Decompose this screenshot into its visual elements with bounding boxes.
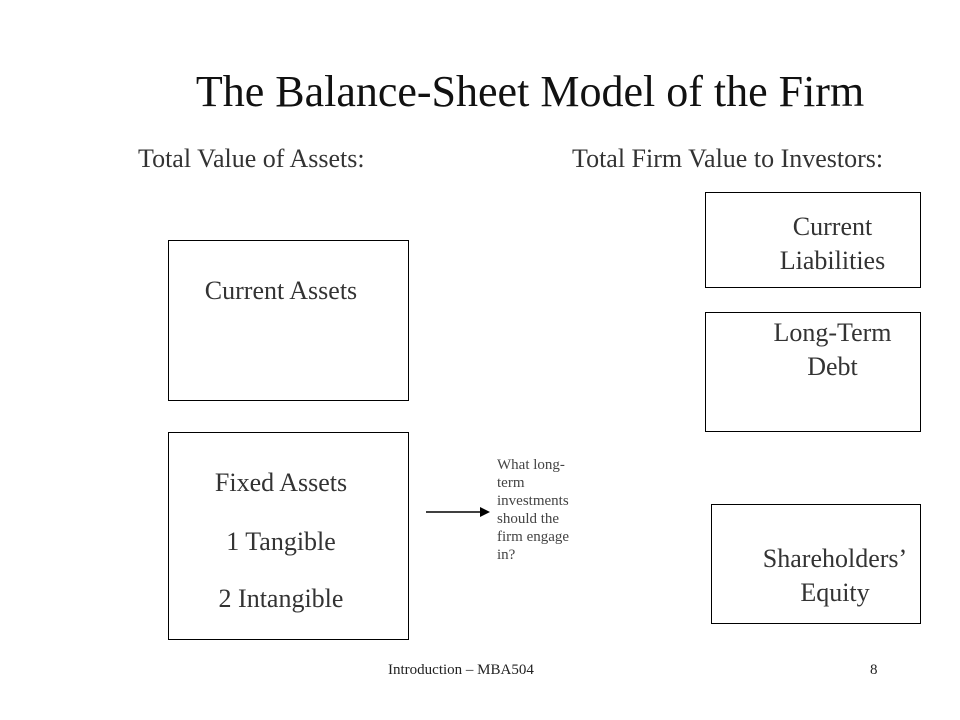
long-term-debt-line2: Debt xyxy=(807,351,858,381)
current-liabilities-label: Current Liabilities xyxy=(745,210,920,278)
current-liabilities-box xyxy=(705,192,921,288)
note-line: in? xyxy=(497,547,516,563)
shareholders-equity-line2: Equity xyxy=(800,577,870,607)
shareholders-equity-label: Shareholders’ Equity xyxy=(740,542,930,610)
note-line: What long- xyxy=(497,457,565,473)
note-line: investments xyxy=(497,493,569,509)
long-term-debt-box xyxy=(705,312,921,432)
fixed-assets-box xyxy=(168,432,409,640)
investment-question: What long- term investments should the f… xyxy=(497,456,607,564)
left-heading: Total Value of Assets: xyxy=(138,144,365,173)
current-assets-box xyxy=(168,240,409,401)
current-assets-label: Current Assets xyxy=(204,276,358,305)
fixed-assets-item-tangible: 1 Tangible xyxy=(226,527,336,556)
note-line: should the xyxy=(497,511,560,527)
long-term-debt-label: Long-Term Debt xyxy=(745,316,920,384)
page-number: 8 xyxy=(870,662,878,678)
shareholders-equity-line1: Shareholders’ xyxy=(762,544,908,573)
fixed-assets-item-intangible: 2 Intangible xyxy=(218,584,344,613)
right-heading: Total Firm Value to Investors: xyxy=(572,144,884,173)
arrow-icon xyxy=(426,507,490,517)
shareholders-equity-box xyxy=(711,504,921,624)
slide-title: The Balance-Sheet Model of the Firm xyxy=(195,67,865,116)
footer-course: Introduction – MBA504 xyxy=(388,662,534,678)
note-line: firm engage xyxy=(497,529,570,545)
note-line: term xyxy=(497,475,525,491)
current-liabilities-line2: Liabilities xyxy=(779,245,886,275)
current-liabilities-line1: Current xyxy=(792,212,873,241)
long-term-debt-line1: Long-Term xyxy=(773,318,892,347)
fixed-assets-title: Fixed Assets xyxy=(214,468,348,497)
